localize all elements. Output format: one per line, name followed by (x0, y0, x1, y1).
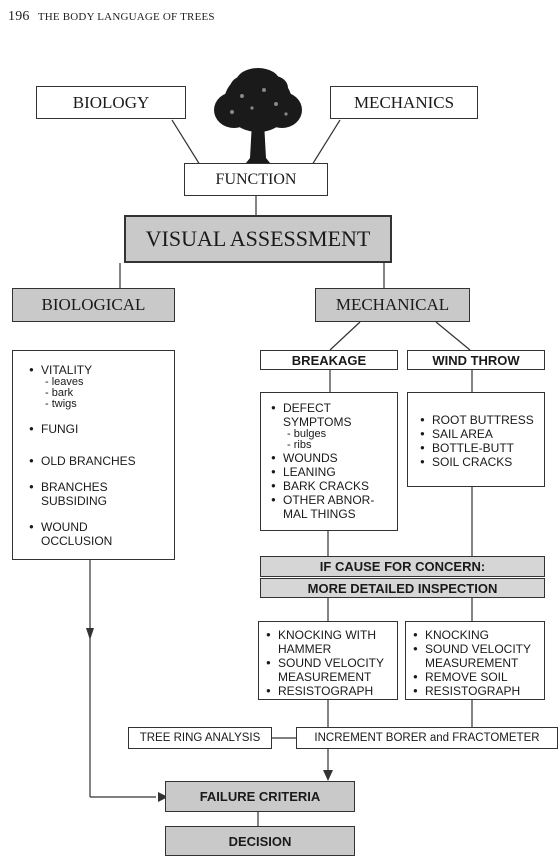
list-item: RESISTOGRAPH (266, 684, 393, 698)
inspection-left-list: KNOCKING WITH HAMMER SOUND VELOCITY MEAS… (258, 621, 398, 700)
wind-throw-list: ROOT BUTTRESS SAIL AREA BOTTLE-BUTT SOIL… (407, 392, 545, 487)
list-item: FUNGI (29, 422, 166, 436)
page-header: 196 THE BODY LANGUAGE OF TREES (8, 9, 215, 25)
list-item: LEANING (271, 465, 391, 479)
list-item: WOUND OCCLUSION (29, 520, 151, 548)
list-item: RESISTOGRAPH (413, 684, 540, 698)
list-item: BARK CRACKS (271, 479, 391, 493)
list-item: WOUNDS (271, 451, 391, 465)
list-item: VITALITY (29, 363, 166, 377)
list-item: OTHER ABNOR-MAL THINGS (271, 493, 395, 521)
failure-criteria-box: FAILURE CRITERIA (165, 781, 355, 812)
connector-mech-windthrow (435, 321, 471, 351)
increment-borer-box: INCREMENT BORER and FRACTOMETER (296, 727, 558, 749)
vitality-sub: bark (29, 388, 166, 399)
list-item: REMOVE SOIL (413, 670, 540, 684)
arrowhead-biological (86, 628, 94, 640)
connector-mechanics-function (311, 119, 341, 166)
list-item: KNOCKING WITH HAMMER (266, 628, 388, 656)
tree-icon (214, 68, 302, 168)
connector-mech-breakage (329, 321, 361, 351)
list-item: SOUND VELOCITY MEASUREMENT (413, 642, 547, 670)
list-item: SOIL CRACKS (420, 455, 538, 469)
breakage-list: DEFECT SYMPTOMS bulges ribs WOUNDS LEANI… (260, 392, 398, 531)
vitality-sub: twigs (29, 399, 166, 410)
list-item: ROOT BUTTRESS (420, 413, 538, 427)
tree-ring-analysis-box: TREE RING ANALYSIS (128, 727, 272, 749)
page-number: 196 (8, 9, 30, 24)
inspection-right-list: KNOCKING SOUND VELOCITY MEASUREMENT REMO… (405, 621, 545, 700)
mechanics-box: MECHANICS (330, 86, 478, 119)
list-item: SOUND VELOCITY MEASUREMENT (266, 656, 388, 684)
breakage-box: BREAKAGE (260, 350, 398, 370)
defect-sub: bulges (271, 429, 391, 440)
list-item: BRANCHES SUBSIDING (29, 480, 141, 508)
arrowhead-failure-top (323, 770, 333, 781)
list-item: BOTTLE-BUTT (420, 441, 538, 455)
arrowhead-failure-left (158, 792, 168, 802)
list-item: OLD BRANCHES (29, 454, 166, 468)
visual-assessment-box: VISUAL ASSESSMENT (124, 215, 392, 263)
list-item: KNOCKING (413, 628, 540, 642)
defect-sub: ribs (271, 440, 391, 451)
function-box: FUNCTION (184, 163, 328, 196)
biological-list: VITALITY leaves bark twigs FUNGI OLD BRA… (12, 350, 175, 560)
detailed-inspection-box: MORE DETAILED INSPECTION (260, 578, 545, 598)
vitality-label: VITALITY (41, 363, 93, 377)
concern-box: IF CAUSE FOR CONCERN: (260, 556, 545, 577)
mechanical-box: MECHANICAL (315, 288, 470, 322)
book-title: THE BODY LANGUAGE OF TREES (37, 11, 215, 23)
connector-biology-function (171, 119, 201, 166)
biological-box: BIOLOGICAL (12, 288, 175, 322)
list-item: SAIL AREA (420, 427, 538, 441)
list-item: DEFECT SYMPTOMS (271, 401, 373, 429)
wind-throw-box: WIND THROW (407, 350, 545, 370)
vitality-sub: leaves (29, 377, 166, 388)
biology-box: BIOLOGY (36, 86, 186, 119)
